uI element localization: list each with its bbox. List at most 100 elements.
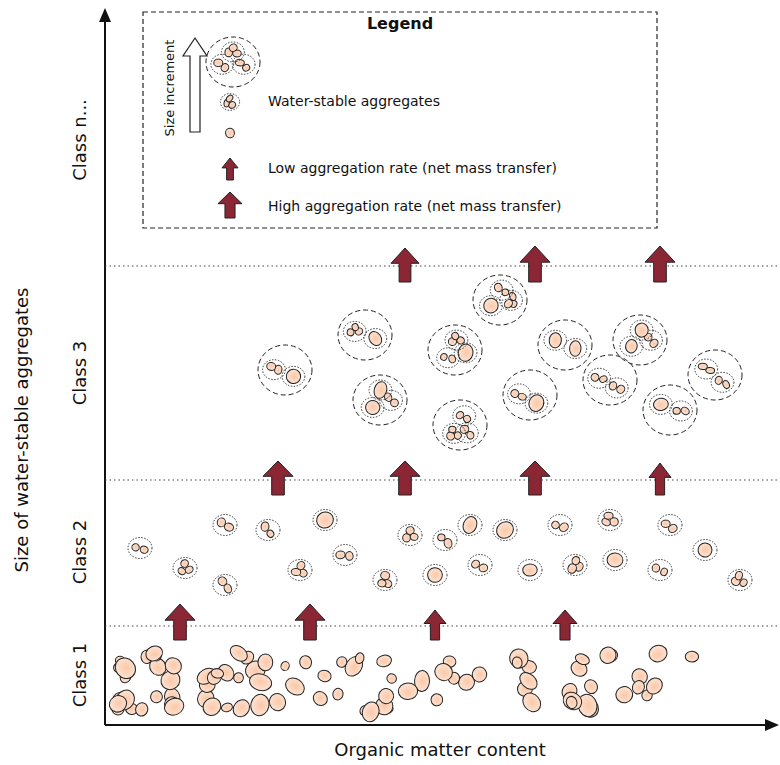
aggregate-outline — [423, 565, 447, 586]
aggregate-outline — [458, 515, 482, 536]
particle — [493, 518, 517, 541]
particle — [430, 693, 443, 707]
aggregation-arrow — [645, 246, 675, 282]
particle — [228, 43, 239, 53]
aggregate-outline — [648, 560, 672, 581]
particle — [249, 693, 271, 718]
particle — [205, 667, 225, 687]
particle — [220, 702, 233, 713]
particle — [461, 515, 480, 536]
particle — [565, 695, 579, 710]
aggregate-outline — [503, 370, 557, 420]
aggregation-arrow — [424, 610, 446, 640]
aggregate-outline — [508, 384, 531, 404]
aggregate-outline — [603, 550, 627, 571]
particle — [360, 700, 382, 724]
particle — [425, 565, 446, 586]
particle — [470, 559, 481, 570]
particle — [560, 689, 585, 714]
particle — [372, 380, 389, 400]
class-label: Class 2 — [70, 520, 90, 585]
particle — [680, 406, 691, 416]
particle — [590, 372, 601, 383]
aggregate-outline — [563, 555, 587, 576]
aggregate-outline — [688, 350, 742, 400]
aggregate-outline — [173, 558, 197, 579]
aggregate-outline — [493, 520, 517, 541]
particle — [569, 341, 581, 357]
particle — [375, 654, 392, 669]
legend-title: Legend — [367, 15, 433, 33]
aggregate-outline — [453, 406, 476, 426]
particle — [455, 410, 465, 420]
aggregate-outline — [373, 570, 397, 591]
aggregate-outline — [583, 355, 637, 405]
aggregate-outline — [544, 330, 567, 350]
particle — [643, 675, 665, 698]
particle — [310, 689, 330, 709]
particle — [604, 512, 613, 519]
legend-text: Low aggregation rate (net mass transfer) — [268, 161, 557, 176]
particle — [673, 407, 681, 414]
particle — [111, 654, 140, 683]
axis-arrowhead — [765, 719, 779, 731]
particle — [354, 652, 365, 665]
particle — [630, 679, 646, 696]
legend-text: High aggregation rate (net mass transfer… — [268, 199, 562, 214]
particle — [714, 375, 723, 385]
particle — [734, 571, 743, 581]
aggregate-outline — [288, 560, 312, 581]
aggregate-outline — [433, 400, 487, 450]
particle — [607, 553, 623, 568]
particle — [335, 655, 349, 669]
particle — [508, 647, 530, 670]
axis-arrowhead — [99, 8, 111, 22]
particle — [332, 687, 344, 700]
particle — [398, 683, 418, 700]
aggregate-outline — [213, 515, 237, 536]
aggregate-outline — [232, 54, 255, 74]
particle — [405, 526, 415, 536]
particle — [597, 644, 619, 666]
aggregate-outline — [525, 393, 548, 413]
particle — [661, 520, 670, 527]
aggregate-outline — [338, 310, 392, 360]
particle — [550, 520, 561, 531]
aggregate-outline — [263, 360, 286, 380]
aggregate-outline — [620, 336, 643, 356]
aggregation-arrow — [520, 246, 550, 282]
aggregate-outline — [256, 520, 280, 541]
particle — [258, 654, 273, 671]
axis-title: Size of water-stable aggregates — [12, 288, 32, 573]
particle — [225, 128, 235, 139]
legend-box — [143, 12, 657, 228]
aggregate-outline — [670, 401, 693, 421]
particle — [574, 652, 591, 667]
particle — [295, 560, 306, 571]
aggregate-outline — [480, 296, 503, 316]
particle — [131, 543, 140, 552]
size-increment-label: Size increment — [163, 40, 177, 137]
aggregate-outline — [630, 320, 653, 340]
particle — [317, 669, 333, 683]
particle — [106, 692, 130, 715]
particle — [180, 559, 189, 568]
aggregate-outline — [433, 530, 457, 551]
particle — [614, 685, 635, 705]
aggregation-arrow — [553, 610, 577, 640]
particle — [511, 656, 523, 669]
aggregate-outline — [518, 560, 542, 581]
particle — [134, 701, 150, 717]
particle — [660, 567, 669, 577]
particle — [162, 654, 185, 677]
particle — [139, 545, 149, 555]
aggregate-outline — [473, 275, 527, 325]
particle — [493, 282, 503, 292]
aggregate-outline — [693, 540, 717, 561]
particle — [216, 517, 226, 528]
aggregate-outline — [364, 329, 387, 349]
particle — [200, 694, 225, 719]
particle — [380, 570, 391, 580]
aggregate-outline — [695, 359, 718, 379]
particle — [624, 338, 638, 354]
